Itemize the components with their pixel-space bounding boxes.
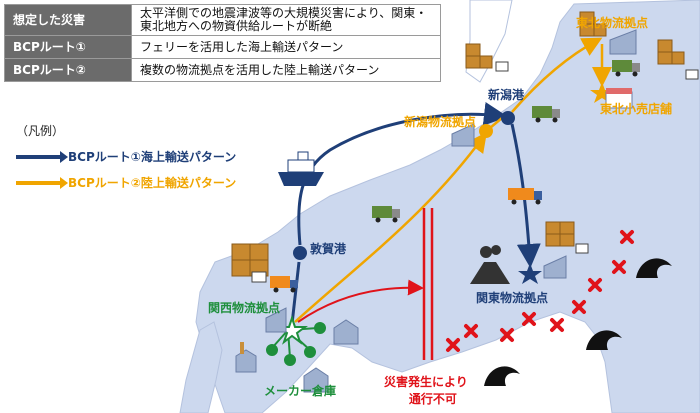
cargo-boxes-icon [545, 221, 575, 247]
row-label: BCPルート① [4, 35, 132, 59]
rfid-tag-icon [685, 69, 699, 80]
truck-icon [532, 106, 560, 123]
label-niigata-port: 新潟港 [488, 88, 525, 102]
factory-icon [235, 342, 257, 373]
land-route-kansai-to-niigata [294, 131, 487, 323]
row-value: 複数の物流拠点を活用した陸上輸送パターン [131, 58, 441, 82]
truck-icon [612, 60, 640, 77]
factory-icon [303, 367, 329, 393]
rfid-tag-icon [251, 271, 267, 283]
table-row: BCPルート② 複数の物流拠点を活用した陸上輸送パターン [4, 58, 441, 82]
land-route-niigata-to-tohoku [511, 37, 603, 113]
tsunami-wave-icon [484, 366, 520, 386]
kanto-hub-star [518, 263, 542, 284]
table-row: 想定した災害 太平洋側での地震津波等の大規模災害により、関東・東北地方への物資供… [4, 4, 441, 36]
niigata-hub-node [479, 124, 493, 138]
legend-line-blue [16, 150, 68, 163]
tsunami-wave-icon [636, 258, 672, 278]
legend-item-land-route: BCPルート②陸上輸送パターン [16, 174, 236, 191]
legend-label: BCPルート①海上輸送パターン [68, 150, 237, 164]
label-kanto-hub: 関東物流拠点 [476, 291, 549, 305]
disaster-x-marks [446, 230, 634, 352]
legend-item-sea-route: BCPルート①海上輸送パターン [16, 148, 236, 165]
truck-icon [270, 276, 298, 293]
volcano-icon [470, 245, 510, 284]
label-tohoku-store: 東北小売店舗 [600, 102, 673, 116]
truck-icon [372, 206, 400, 223]
row-value: 太平洋側での地震津波等の大規模災害により、関東・東北地方への物資供給ルートが断絶 [131, 4, 441, 36]
label-kansai-hub: 関西物流拠点 [208, 301, 281, 315]
sea-route-niigata-to-kanto [510, 123, 541, 268]
legend-line-orange [16, 176, 68, 189]
rfid-tag-icon [495, 61, 509, 72]
warehouse-icon [543, 255, 567, 279]
label-blocked: 災害発生により 通行不可 [384, 373, 468, 407]
land-route-niigata-hub-to-niigata-port [489, 117, 503, 129]
label-tohoku-hub: 東北物流拠点 [576, 16, 649, 30]
warehouse-icon [609, 29, 637, 55]
blocked-route-arrow [297, 279, 424, 323]
scenario-table: 想定した災害 太平洋側での地震津波等の大規模災害により、関東・東北地方への物資供… [4, 4, 441, 82]
row-label: 想定した災害 [4, 4, 132, 36]
factory-icon [333, 319, 359, 345]
warehouse-icon [265, 307, 287, 333]
table-row: BCPルート① フェリーを活用した海上輸送パターン [4, 35, 441, 59]
sea-route-kansai-to-tsuruga [290, 261, 301, 325]
row-label: BCPルート② [4, 58, 132, 82]
rfid-tag-icon [575, 243, 589, 254]
label-blocked-line2: 通行不可 [408, 392, 457, 406]
kyushu-shikoku-landmass [179, 321, 223, 413]
row-value: フェリーを活用した海上輸送パターン [131, 35, 441, 59]
legend-title: （凡例） [16, 124, 65, 138]
truck-icon [508, 188, 542, 205]
ferry-icon [278, 151, 324, 186]
cargo-boxes-icon [465, 43, 493, 69]
cargo-boxes-icon [657, 39, 685, 65]
warehouse-icon [451, 123, 475, 147]
label-blocked-line1: 災害発生により [384, 375, 468, 389]
label-niigata-hub: 新潟物流拠点 [404, 115, 477, 129]
sea-route-tsuruga-to-niigata [297, 102, 508, 246]
niigata-port-node [501, 111, 515, 125]
tsunami-wave-icon [586, 330, 622, 350]
cargo-boxes-icon [579, 11, 607, 37]
cargo-boxes-icon [231, 243, 269, 277]
legend-label: BCPルート②陸上輸送パターン [68, 176, 237, 190]
label-maker-warehouse: メーカー倉庫 [264, 384, 337, 398]
tsuruga-port-node [293, 246, 307, 260]
label-tsuruga-port: 敦賀港 [310, 242, 347, 256]
store-icon [605, 88, 633, 109]
